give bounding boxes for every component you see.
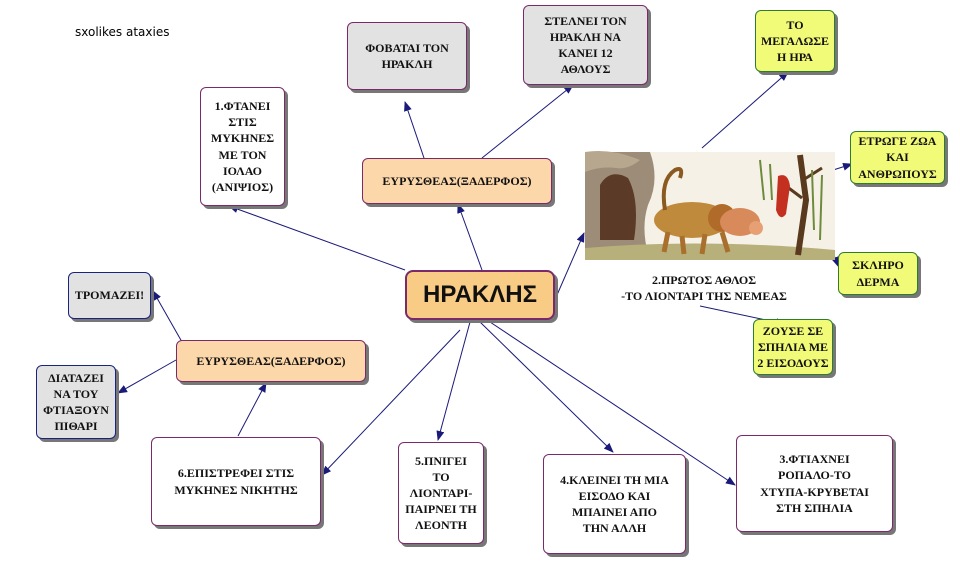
cave-opening [600,174,636,240]
ground [585,243,835,260]
zouse-node[interactable]: ΖΟΥΣΕ ΣΕ ΣΠΗΛΙΑ ΜΕ 2 ΕΙΣΟΔΟΥΣ [753,319,833,375]
etroge-node[interactable]: ΕΤΡΩΓΕ ΖΩΑ ΚΑΙ ΑΝΘΡΩΠΟΥΣ [850,131,945,184]
megalose-node[interactable]: ΤΟ ΜΕΓΑΛΩΣΕ Η ΗΡΑ [755,10,835,72]
connector-eurystheas-tromazei [152,290,183,343]
connector-central-lion [556,232,585,296]
connector-eurystheas-diatazei [117,359,177,394]
eurystheas-node-top[interactable]: ΕΥΡΥΣΘΕΑΣ(ΞΑΔΕΡΦΟΣ) [362,158,552,204]
ftanei-node[interactable]: 1.ΦΤΑΝΕΙ ΣΤΙΣ ΜΥΚΗΝΕΣ ΜΕ ΤΟΝ ΙΟΛΑΟ (ΑΝΙΨ… [200,87,285,206]
cave-ridge [585,151,640,172]
lion-skin-hanging [776,175,790,218]
eurystheas-node-left[interactable]: ΕΥΡΥΣΘΕΑΣ(ΞΑΔΕΡΦΟΣ) [176,340,366,382]
connector-central-ftanei [228,205,406,271]
connector-eurystheas-stelnei [481,84,574,159]
skliro-node[interactable]: ΣΚΛΗΡΟ ΔΕΡΜΑ [838,252,918,295]
lion-legs [661,231,731,255]
central-node-heracles[interactable]: ΗΡΑΚΛΗΣ [405,270,555,320]
connector-central-pnigei [436,321,471,441]
tromazei-node[interactable]: ΤΡΟΜΑΖΕΙ! [68,272,151,319]
pnigei-node[interactable]: 5.ΠΝΙΓΕΙ ΤΟ ΛΙΟΝΤΑΡΙ- ΠΑΙΡΝΕΙ ΤΗ ΛΕΟΝΤΗ [398,442,484,544]
lion-tail [661,167,684,211]
ftiaxnei-node[interactable]: 3.ΦΤΙΑΧΝΕΙ ΡΟΠΑΛΟ-ΤΟ ΧΤΥΠΑ-ΚΡΥΒΕΤΑΙ ΣΤΗ … [736,435,893,532]
connector-epistrefei-eurystheas [237,382,267,437]
connector-central-epistrefei [321,329,461,476]
connector-central-eurystheas-top [457,203,483,271]
connector-lion-megalose [701,71,789,149]
connector-central-kleinei [479,321,614,453]
connector-central-ftiaxnei [489,321,736,486]
diatazei-node[interactable]: ΔΙΑΤΑΖΕΙ ΝΑ ΤΟΥ ΦΤΙΑΞΟΥΝ ΠΙΘΑΡΙ [36,365,116,439]
tree-trunk [795,154,810,256]
connector-eurystheas-fovatai [404,101,425,159]
fovatai-node[interactable]: ΦΟΒΑΤΑΙ ΤΟΝ ΗΡΑΚΛΗ [347,22,467,90]
stelnei-node[interactable]: ΣΤΕΛΝΕΙ ΤΟΝ ΗΡΑΚΛΗ ΝΑ ΚΑΝΕΙ 12 ΑΘΛΟΥΣ [523,5,648,85]
grass [759,159,823,241]
lion-illustration [585,151,835,260]
epistrefei-node[interactable]: 6.ΕΠΙΣΤΡΕΦΕΙ ΣΤΙΣ ΜΥΚΗΝΕΣ ΝΙΚΗΤΗΣ [151,437,321,526]
lion-caption: 2.ΠΡΩΤΟΣ ΑΘΛΟΣ -ΤΟ ΛΙΟΝΤΑΡΙ ΤΗΣ ΝΕΜΕΑΣ [621,273,787,304]
kleinei-node[interactable]: 4.ΚΛΕΙΝΕΙ ΤΗ ΜΙΑ ΕΙΣΟΔΟ ΚΑΙ ΜΠΑΙΝΕΙ ΑΠΟ … [543,454,686,554]
hero-head [749,221,763,235]
credit-label: sxolikes ataxies [75,25,170,39]
